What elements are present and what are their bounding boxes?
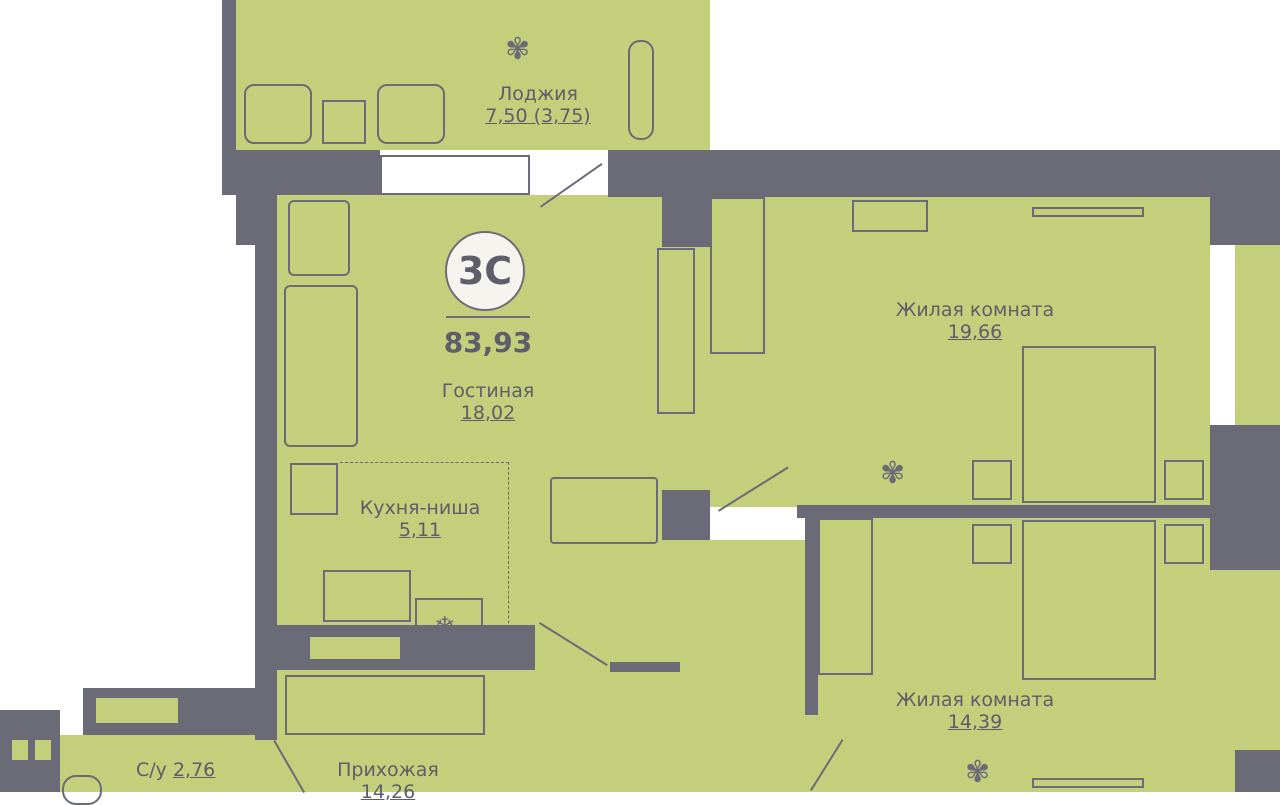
dining-table — [550, 477, 658, 544]
loggia-floor — [236, 0, 710, 150]
window-right-1 — [1235, 245, 1280, 425]
wall — [0, 710, 60, 792]
hall-wardrobe — [285, 675, 485, 735]
apartment-type: 3С — [457, 249, 513, 293]
window-sill — [1032, 778, 1144, 788]
wall — [222, 150, 380, 195]
wall — [1235, 750, 1280, 792]
apartment-type-badge: 3С — [445, 231, 525, 311]
window-sill — [1032, 207, 1144, 217]
wardrobe — [818, 518, 873, 675]
toilet — [62, 775, 102, 805]
wall — [255, 195, 277, 740]
armchair — [377, 84, 445, 144]
wall — [797, 505, 1210, 518]
bed — [1022, 346, 1156, 503]
snowflake-icon: ❄ — [434, 612, 456, 642]
wall — [662, 197, 710, 247]
total-area: 83,93 — [443, 326, 533, 359]
sink — [323, 570, 411, 622]
vent — [96, 698, 178, 723]
kitchen-zone — [340, 462, 509, 663]
sofa — [284, 285, 358, 447]
nightstand — [972, 524, 1012, 564]
wall — [608, 150, 1280, 197]
loggia-sill — [380, 155, 530, 195]
nightstand — [972, 460, 1012, 500]
niche — [310, 637, 400, 659]
wall — [1210, 425, 1280, 570]
wardrobe — [710, 197, 765, 354]
window-right-2 — [1235, 570, 1280, 750]
plant-icon: ✾ — [505, 32, 531, 67]
shaft — [12, 740, 28, 760]
wall — [1210, 197, 1280, 245]
fridge — [415, 598, 483, 660]
nightstand — [1164, 460, 1204, 500]
plant-icon: ✾ — [880, 456, 906, 491]
divider — [446, 316, 530, 318]
wall — [222, 0, 236, 195]
wall — [805, 518, 818, 715]
exercise-bike — [628, 40, 654, 140]
stove — [290, 463, 338, 515]
table — [322, 100, 366, 144]
shaft — [35, 740, 51, 760]
tv-stand — [657, 248, 695, 414]
nightstand — [1164, 524, 1204, 564]
desk — [852, 200, 928, 232]
room-label-bathroom: С/у 2,76 — [136, 759, 216, 781]
bed — [1022, 520, 1156, 680]
wall — [610, 662, 680, 672]
armchair — [244, 84, 312, 144]
plant-icon: ✾ — [965, 755, 991, 790]
wall — [662, 490, 710, 540]
armchair — [288, 200, 350, 276]
